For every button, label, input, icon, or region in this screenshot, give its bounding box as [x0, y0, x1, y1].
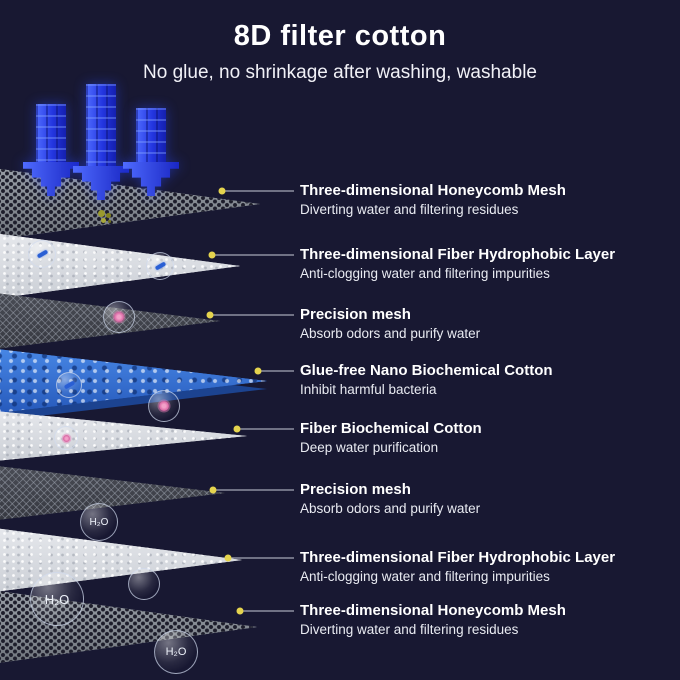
- arrow-bar: [36, 104, 66, 162]
- label-precision-mesh-top: Precision mesh Absorb odors and purify w…: [300, 305, 662, 343]
- arrow-bar: [86, 84, 116, 166]
- virus-icon: [62, 434, 70, 442]
- label-title: Three-dimensional Fiber Hydrophobic Laye…: [300, 549, 616, 566]
- label-precision-mesh-bottom: Precision mesh Absorb odors and purify w…: [300, 480, 662, 518]
- virus-icon: [114, 312, 124, 322]
- label-honeycomb-top: Three-dimensional Honeycomb Mesh Diverti…: [300, 181, 662, 219]
- flow-down-arrow-icon: [123, 108, 179, 196]
- label-title: Three-dimensional Fiber Hydrophobic Laye…: [300, 246, 616, 263]
- page-title: 8D filter cotton: [233, 20, 447, 52]
- h2o-label: H₂O: [89, 516, 109, 528]
- arrow-bar: [136, 108, 166, 162]
- label-description: Absorb odors and purify water: [300, 326, 481, 341]
- label-description: Diverting water and filtering residues: [300, 622, 519, 637]
- h2o-label: H₂O: [44, 591, 70, 607]
- connector-dot: [233, 425, 241, 433]
- connector-dot: [218, 187, 226, 195]
- bacteria-cluster-icon: [98, 210, 105, 217]
- bubble-virus: [148, 390, 180, 422]
- connector: [206, 311, 294, 319]
- connector: [218, 187, 294, 195]
- water-bubble: H₂O: [154, 630, 198, 674]
- connector: [236, 607, 294, 615]
- label-description: Deep water purification: [300, 440, 439, 455]
- bubble-virus: [103, 301, 135, 333]
- label-title: Three-dimensional Honeycomb Mesh: [300, 602, 566, 619]
- label-description: Anti-clogging water and filtering impuri…: [300, 569, 550, 584]
- flow-down-arrow-icon: [23, 104, 79, 196]
- bubble-fiber-speck: [146, 252, 174, 280]
- connector: [209, 486, 294, 494]
- connector-dot: [208, 251, 216, 259]
- connector-dot: [254, 367, 262, 375]
- connector-dot: [206, 311, 214, 319]
- label-title: Glue-free Nano Biochemical Cotton: [300, 362, 553, 379]
- virus-icon: [159, 401, 169, 411]
- fiber-speck-icon: [154, 261, 166, 271]
- connector: [254, 367, 294, 375]
- label-nano-biochemical-cotton: Glue-free Nano Biochemical Cotton Inhibi…: [300, 361, 662, 399]
- label-title: Fiber Biochemical Cotton: [300, 420, 482, 437]
- label-fiber-biochemical-cotton: Fiber Biochemical Cotton Deep water puri…: [300, 419, 662, 457]
- fiber-speck-icon: [36, 249, 48, 259]
- layer-fiber-biochemical-cotton: [0, 407, 247, 465]
- connector-dot: [236, 607, 244, 615]
- label-title: Precision mesh: [300, 481, 411, 498]
- fiber-speck-icon: [63, 380, 75, 390]
- label-title: Precision mesh: [300, 306, 411, 323]
- bubble-fiber-speck: [56, 372, 82, 398]
- label-fiber-hydrophobic-top: Three-dimensional Fiber Hydrophobic Laye…: [300, 245, 662, 283]
- bubble-virus: [54, 426, 78, 450]
- label-description: Anti-clogging water and filtering impuri…: [300, 266, 550, 281]
- label-description: Diverting water and filtering residues: [300, 202, 519, 217]
- connector: [233, 425, 294, 433]
- page-subtitle: No glue, no shrinkage after washing, was…: [143, 62, 537, 83]
- layer-nano-biochemical-cotton: [0, 344, 267, 418]
- label-honeycomb-bottom: Three-dimensional Honeycomb Mesh Diverti…: [300, 601, 662, 639]
- water-bubble: H₂O: [30, 572, 84, 626]
- flow-down-arrow-icon: [73, 84, 129, 200]
- h2o-label: H₂O: [165, 646, 187, 658]
- label-title: Three-dimensional Honeycomb Mesh: [300, 182, 566, 199]
- label-fiber-hydrophobic-bottom: Three-dimensional Fiber Hydrophobic Laye…: [300, 548, 662, 586]
- water-bubble: H₂O: [80, 503, 118, 541]
- water-bubble: [128, 568, 160, 600]
- label-description: Inhibit harmful bacteria: [300, 382, 437, 397]
- label-description: Absorb odors and purify water: [300, 501, 481, 516]
- bubble-fiber-speck: [28, 240, 56, 268]
- connector: [208, 251, 294, 259]
